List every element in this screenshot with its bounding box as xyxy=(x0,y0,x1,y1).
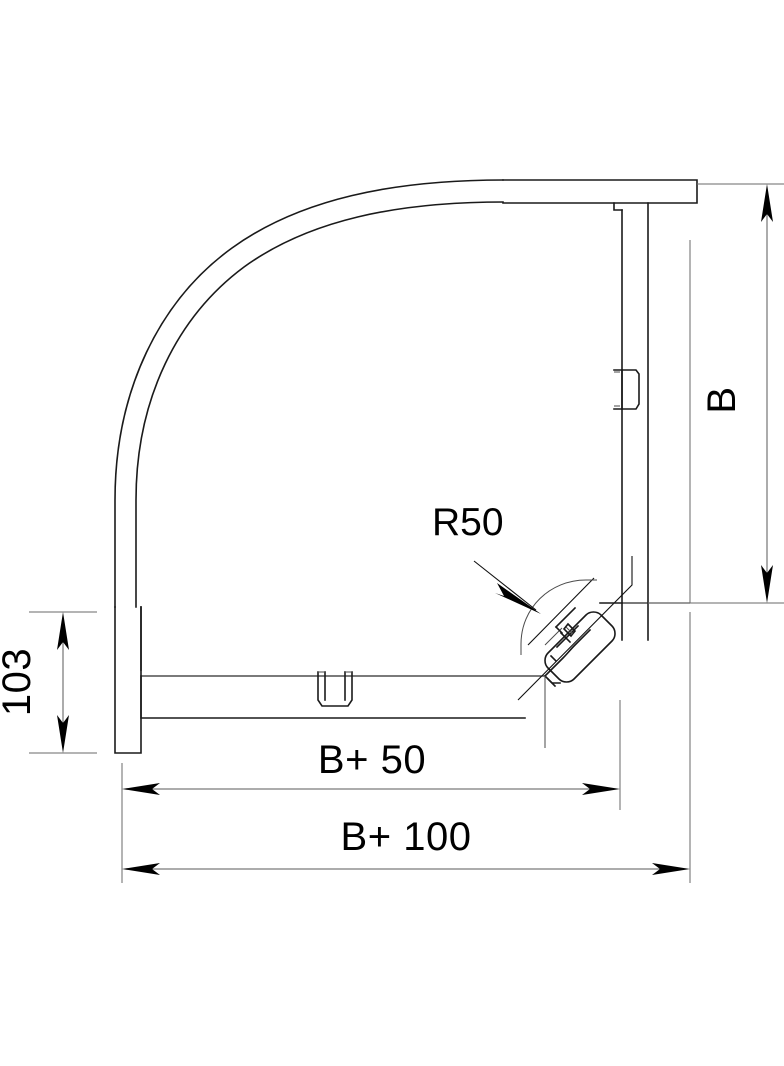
top-horizontal-bar xyxy=(502,179,698,211)
corner-diagonal-connector xyxy=(517,556,690,748)
dimension-B-vertical: B xyxy=(700,184,773,603)
radius-callout-r50: R50 xyxy=(432,501,541,614)
dimension-label-b-plus-100: B+ 100 xyxy=(341,815,472,859)
left-vertical-rail xyxy=(114,606,142,754)
radius-label-r50: R50 xyxy=(432,501,504,544)
dimension-label-b-plus-50: B+ 50 xyxy=(318,738,426,782)
right-vertical-rail xyxy=(613,202,649,641)
dimension-103-vertical: 103 xyxy=(0,612,69,753)
bottom-horizontal-rail xyxy=(140,671,545,719)
dimension-label-B: B xyxy=(700,386,744,413)
dimension-B-plus-50: B+ 50 xyxy=(122,738,620,795)
dimension-B-plus-100: B+ 100 xyxy=(122,815,690,875)
outer-curved-rail xyxy=(114,179,504,608)
dimension-label-103: 103 xyxy=(0,648,39,716)
